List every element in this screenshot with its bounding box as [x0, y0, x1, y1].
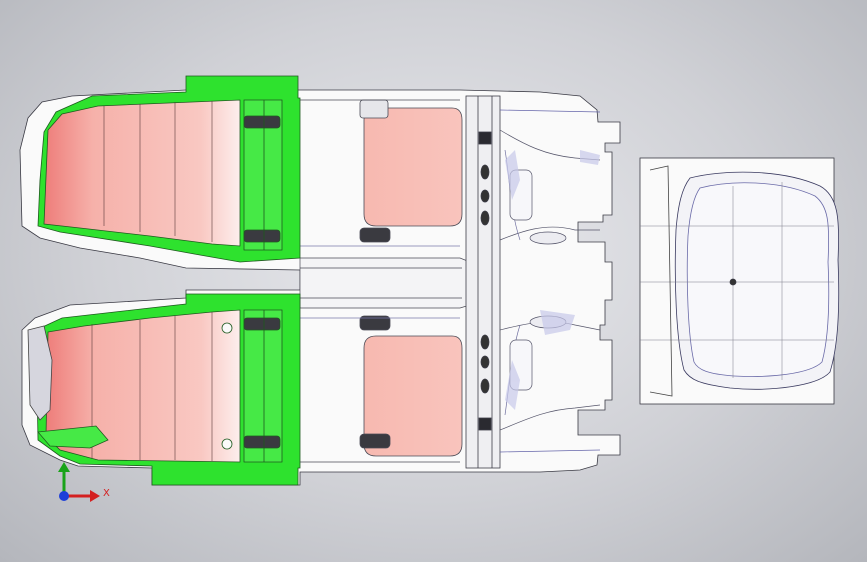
cross-member	[465, 95, 501, 469]
coordinate-triad: X	[58, 462, 110, 502]
triad-x-label: X	[103, 488, 110, 499]
front-section-lower-highlight	[27, 293, 301, 486]
front-section-upper-highlight	[37, 75, 301, 263]
triad-z-axis	[59, 491, 69, 501]
front-floor-pads	[300, 99, 463, 463]
center-tunnel	[299, 257, 471, 309]
rear-floor-blue-shading	[505, 150, 600, 410]
spare-tire-well-panel	[639, 157, 840, 405]
